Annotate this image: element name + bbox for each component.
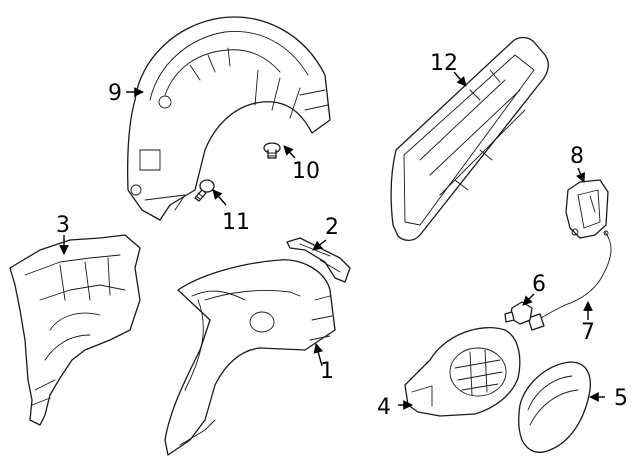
callout-10: 10 <box>292 159 320 184</box>
inner-quarter-panel <box>9 234 141 426</box>
fuel-door-housing <box>404 326 521 417</box>
fuel-door <box>518 361 591 453</box>
callout-2: 2 <box>325 215 339 240</box>
push-clip-11 <box>194 179 215 202</box>
leader-10 <box>283 145 296 159</box>
callout-1: 1 <box>320 359 334 384</box>
callout-9: 9 <box>108 81 122 106</box>
callout-6: 6 <box>532 272 546 297</box>
leader-8 <box>576 167 586 183</box>
wheelhouse-liner <box>127 16 331 221</box>
callout-11: 11 <box>222 210 250 235</box>
callout-12: 12 <box>430 51 458 76</box>
callout-7: 7 <box>581 320 595 345</box>
push-clip-10 <box>263 142 281 159</box>
trunk-panel <box>390 36 549 242</box>
leader-1 <box>313 343 324 367</box>
callout-5: 5 <box>614 386 628 411</box>
leader-11 <box>212 189 227 206</box>
callout-3: 3 <box>56 213 70 238</box>
callout-4: 4 <box>377 395 391 420</box>
lock-bracket <box>565 179 609 239</box>
leader-2 <box>312 239 327 251</box>
actuator <box>504 301 533 325</box>
leader-12 <box>453 71 467 87</box>
leader-lines <box>59 71 605 410</box>
callout-labels: 1 2 3 4 5 6 7 8 9 10 11 12 <box>56 51 628 420</box>
leader-6 <box>522 293 535 306</box>
callout-8: 8 <box>570 144 584 169</box>
quarter-panel <box>164 259 336 456</box>
release-cable <box>527 230 612 331</box>
